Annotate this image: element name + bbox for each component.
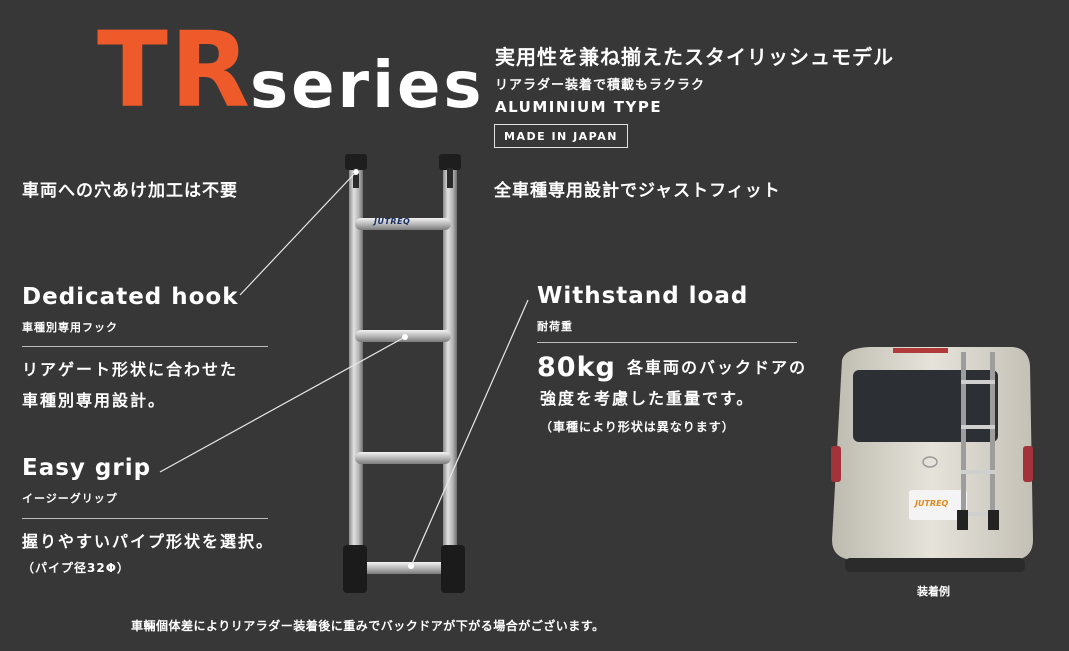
series-name-tr: TR	[97, 9, 253, 131]
feature-load-subtitle: 耐荷重	[537, 320, 573, 333]
material-type: ALUMINIUM TYPE	[495, 98, 663, 116]
feature-grip-desc: 握りやすいパイプ形状を選択。	[22, 532, 275, 551]
callout-dot	[408, 563, 414, 569]
feature-hook-desc-1: リアゲート形状に合わせた	[22, 360, 239, 379]
feature-load-note: （車種により形状は異なります）	[540, 420, 735, 434]
installation-example-caption: 装着例	[917, 585, 950, 598]
feature-grip-subtitle: イージーグリップ	[22, 492, 118, 505]
note-custom-fit: 全車種専用設計でジャストフィット	[494, 181, 781, 201]
feature-load-desc-1: 各車両のバックドアの	[627, 358, 808, 377]
feature-load-title: Withstand load	[537, 283, 749, 309]
note-no-drilling: 車両への穴あけ加工は不要	[22, 181, 238, 201]
ladder-left-hook	[345, 154, 367, 170]
feature-hook-subtitle: 車種別専用フック	[22, 321, 118, 334]
callout-dot	[402, 334, 408, 340]
feature-hook-desc-2: 車種別専用設計。	[22, 391, 167, 410]
load-capacity-value: 80kg	[537, 352, 616, 383]
ladder-rung	[355, 452, 451, 464]
callout-dot	[353, 169, 359, 175]
feature-grip-pipe-size: （パイプ径32Φ）	[22, 561, 130, 575]
made-in-badge: MADE IN JAPAN	[494, 124, 628, 148]
feature-grip-title: Easy grip	[22, 455, 152, 481]
footer-disclaimer: 車輛個体差によりリアラダー装着後に重みでバックドアが下がる場合がございます。	[131, 619, 605, 633]
tagline: 実用性を兼ね揃えたスタイリッシュモデル	[495, 45, 894, 69]
ladder-rung-top	[355, 218, 451, 230]
callout-lines	[159, 171, 529, 567]
subtagline: リアラダー装着で積載もラクラク	[495, 78, 706, 93]
feature-load-desc-2: 強度を考慮した重量です。	[540, 389, 755, 408]
ladder-left-foot	[343, 545, 367, 593]
series-name-series: series	[250, 49, 485, 123]
ladder-right-foot	[441, 545, 465, 593]
ladder-right-hook	[439, 154, 461, 170]
ladder-rung	[355, 562, 451, 574]
ladder-brand-label: JUTREQ	[374, 217, 411, 226]
ladder	[343, 154, 465, 593]
van-illustration	[831, 347, 1033, 572]
feature-hook-title: Dedicated hook	[22, 284, 239, 310]
van-logo: JUTREQ	[915, 499, 949, 508]
